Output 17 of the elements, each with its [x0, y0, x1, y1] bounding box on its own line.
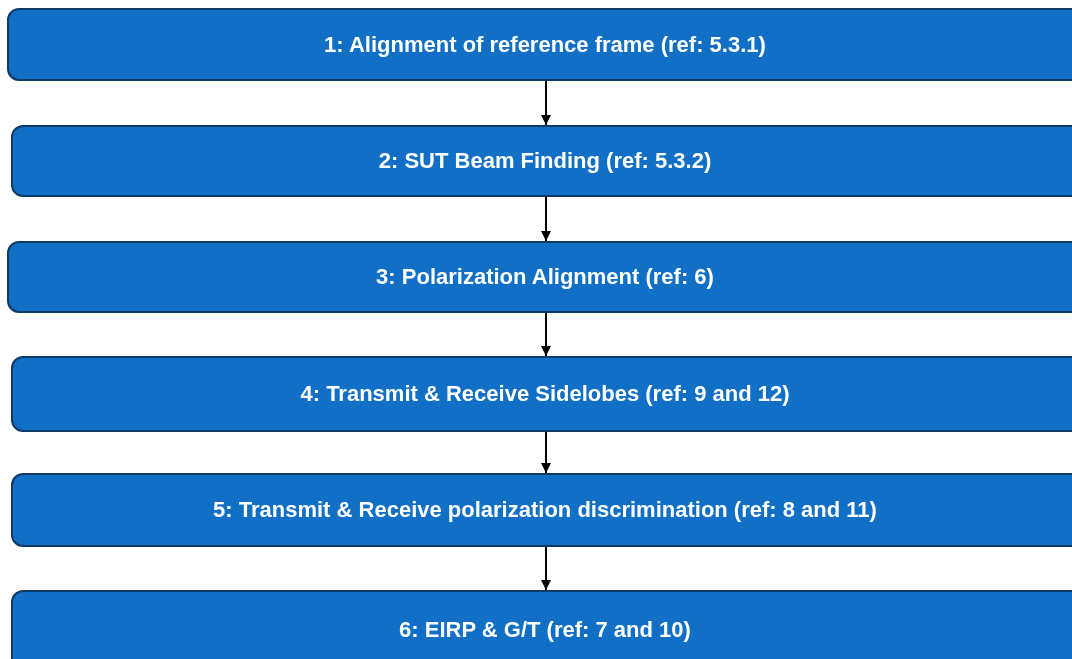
step-label: 3: Polarization Alignment (ref: 6) — [376, 264, 714, 290]
process-box — [11, 590, 1072, 659]
arrow — [541, 196, 551, 242]
arrow — [541, 431, 551, 474]
arrow — [541, 80, 551, 126]
process-box — [11, 356, 1072, 432]
process-box — [7, 8, 1072, 81]
step-label: 4: Transmit & Receive Sidelobes (ref: 9 and 12) — [300, 381, 790, 407]
step-label: 1: Alignment of reference frame (ref: 5.3.1) — [324, 31, 766, 58]
step-label: 6: EIRP & G/T (ref: 7 and 10) — [399, 617, 691, 643]
process-box — [11, 125, 1072, 197]
process-box — [7, 241, 1072, 313]
process-box — [11, 473, 1072, 547]
arrow — [541, 546, 551, 591]
step-label: 2: SUT Beam Finding (ref: 5.3.2) — [378, 148, 712, 174]
arrow — [541, 312, 551, 357]
step-label: 5: Transmit & Receive polarization discrimination (ref: 8 and 11) — [213, 497, 877, 523]
